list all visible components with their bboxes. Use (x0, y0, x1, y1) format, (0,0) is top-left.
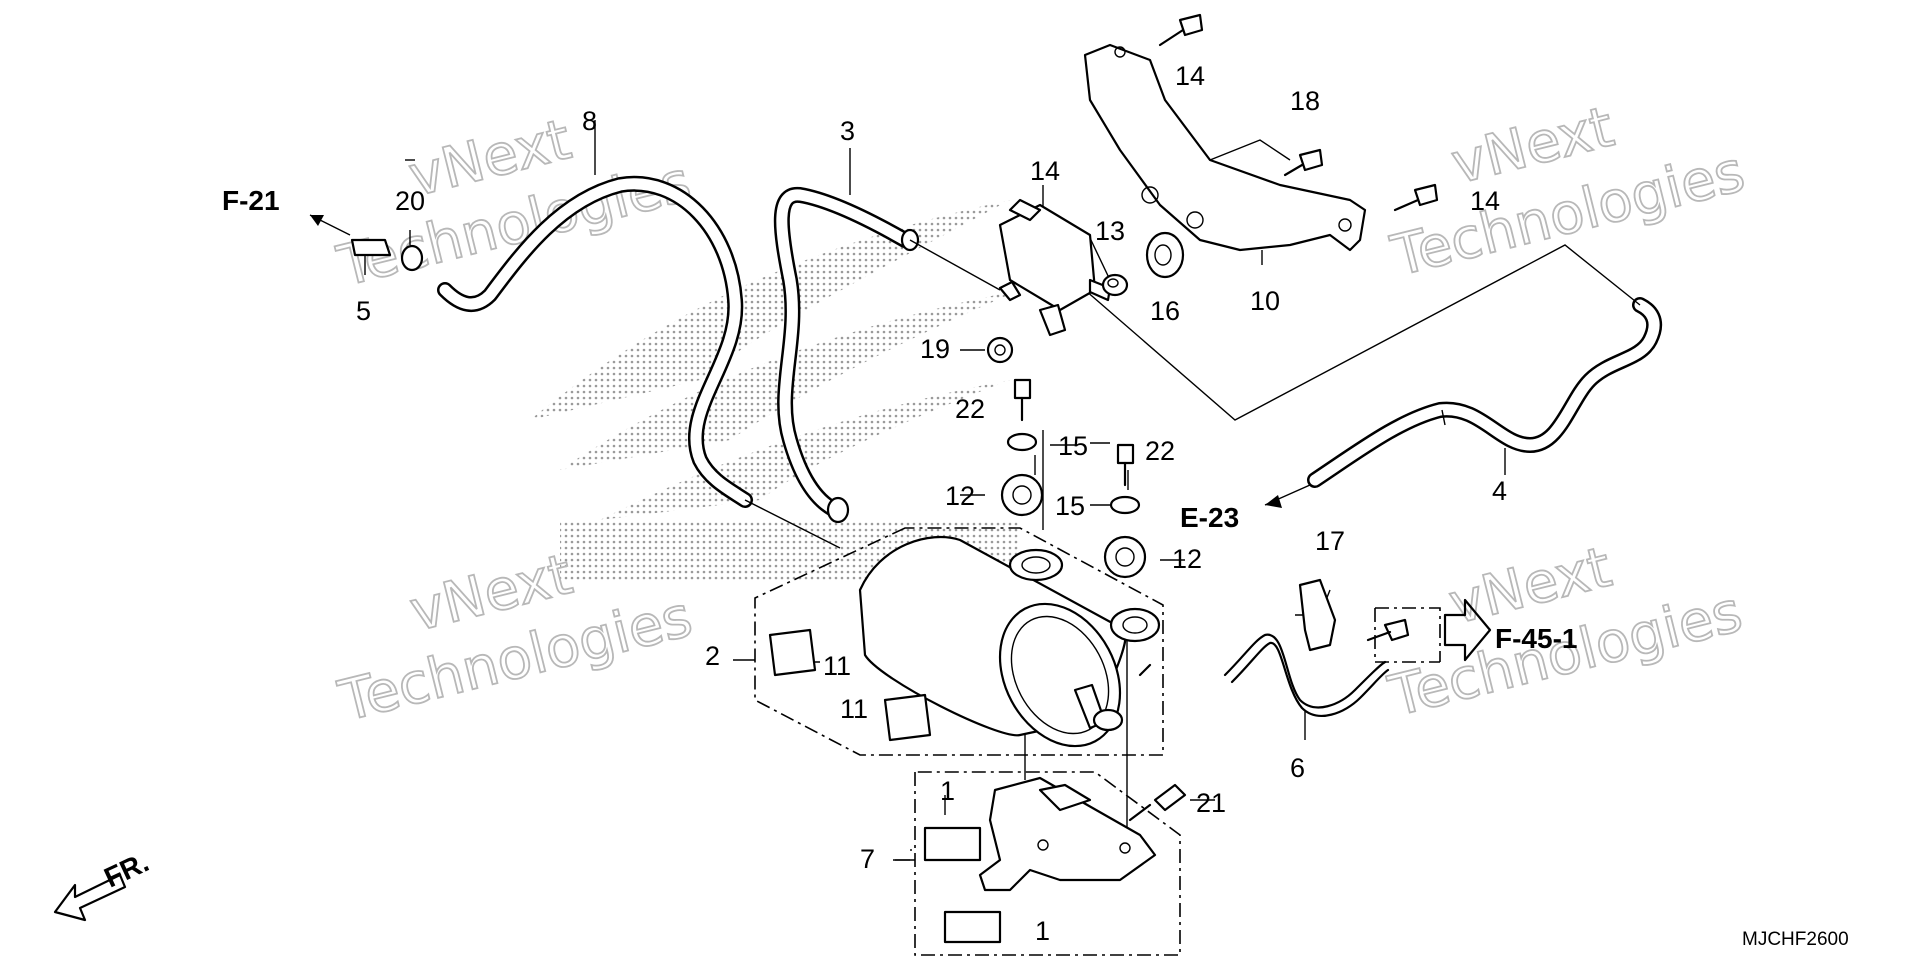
callout-11-upper: 11 (823, 651, 851, 681)
callout-6: 6 (1290, 753, 1305, 783)
collar-15-left (1006, 432, 1038, 452)
grommet-12-right (1103, 535, 1147, 579)
pad-1-lower (943, 910, 1002, 944)
bolt-21 (1128, 783, 1187, 822)
bracket-7 (978, 776, 1157, 892)
callout-7: 7 (860, 844, 875, 874)
bolt-14-right (1393, 183, 1439, 212)
svg-text:F-21: F-21 (222, 185, 280, 216)
callout-numbers: 8 3 14 13 16 10 14 18 14 4 19 22 15 22 1… (356, 61, 1507, 946)
bolt-22-left (1013, 378, 1032, 422)
callout-5: 5 (356, 296, 371, 326)
callout-21: 21 (1196, 788, 1226, 818)
callout-11-lower: 11 (840, 694, 868, 724)
diagram-code: MJCHF2600 (1742, 929, 1849, 950)
callout-15-left: 15 (1058, 431, 1088, 461)
pad-1-upper (923, 826, 982, 862)
ref-e23: E-23 (1180, 484, 1311, 533)
hose-4 (1307, 297, 1663, 488)
collar-15-right (1109, 495, 1141, 515)
ref-f451: F-45-1 (1443, 598, 1577, 662)
grommet-12-left (1000, 473, 1044, 517)
clip-20 (400, 244, 424, 272)
hose-9 (437, 175, 753, 508)
nut-19 (986, 336, 1014, 364)
callout-13: 13 (1095, 216, 1125, 246)
hose-3 (773, 186, 920, 524)
callout-12-right: 12 (1172, 544, 1202, 574)
clamp-17 (1298, 578, 1410, 652)
callout-16: 16 (1150, 296, 1180, 326)
pad-11-upper (768, 628, 817, 677)
callout-1-upper: 1 (940, 776, 955, 806)
callout-4: 4 (1492, 476, 1507, 506)
callout-12-left: 12 (945, 481, 975, 511)
callout-9: 8 (582, 106, 597, 136)
solenoid-valve-10 (998, 198, 1112, 337)
callout-1-lower: 1 (1035, 916, 1050, 946)
svg-text:E-23: E-23 (1180, 502, 1239, 533)
ref-f21: F-21 (222, 185, 351, 236)
pad-11-lower (883, 693, 932, 742)
collar-13 (1101, 273, 1129, 297)
bolt-22-right (1116, 443, 1135, 487)
canister-2 (858, 536, 1161, 748)
assembly-outlines (733, 527, 1441, 956)
dotted-wing-logo (530, 200, 1020, 580)
callout-15-right: 15 (1055, 491, 1085, 521)
callout-14-right: 14 (1470, 186, 1500, 216)
joint-5 (350, 238, 392, 257)
callout-10: 14 (1030, 156, 1060, 186)
callout-18: 18 (1290, 86, 1320, 116)
stay-8 (1083, 43, 1367, 252)
hose-6 (1223, 633, 1390, 717)
callout-19: 19 (920, 334, 950, 364)
callout-14-top: 14 (1175, 61, 1205, 91)
grommet-16 (1145, 231, 1185, 279)
callout-20: 20 (395, 186, 425, 216)
bolt-14-upper (1158, 13, 1204, 47)
callout-3: 3 (840, 116, 855, 146)
callout-22-left: 22 (955, 394, 985, 424)
callout-2: 2 (705, 641, 720, 671)
svg-text:F-45-1: F-45-1 (1495, 623, 1577, 654)
callout-17: 17 (1315, 526, 1345, 556)
front-arrow: FR. (53, 846, 153, 922)
bolt-18 (1283, 148, 1324, 177)
callout-8: 10 (1250, 286, 1280, 316)
callout-22-right: 22 (1145, 436, 1175, 466)
